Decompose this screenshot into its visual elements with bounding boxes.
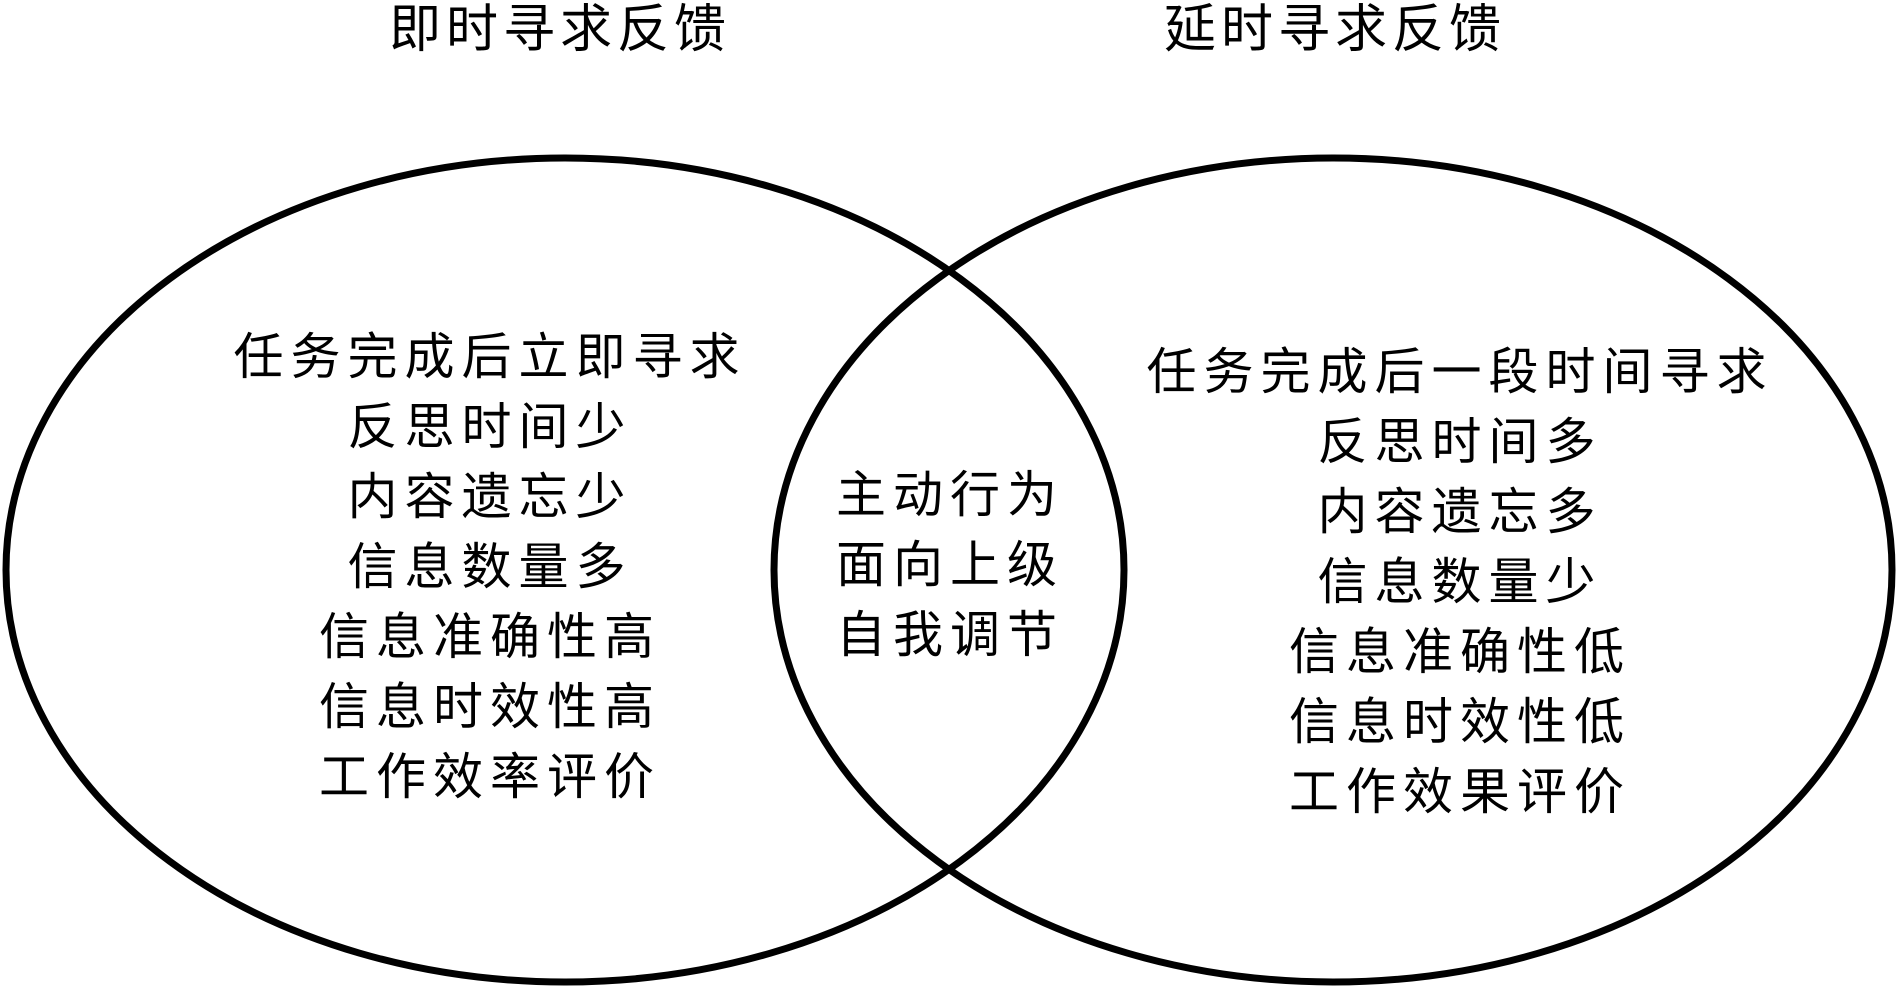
left-item: 信息准确性高 — [319, 608, 661, 666]
left-only-items: 任务完成后立即寻求 反思时间少 内容遗忘少 信息数量多 信息准确性高 信息时效性… — [190, 322, 790, 812]
right-item: 内容遗忘多 — [1317, 483, 1603, 541]
right-item: 工作效果评价 — [1289, 763, 1631, 821]
left-item: 信息数量多 — [347, 538, 633, 596]
overlap-item: 面向上级 — [836, 536, 1064, 594]
overlap-items: 主动行为 面向上级 自我调节 — [800, 460, 1100, 670]
left-item: 内容遗忘少 — [347, 468, 633, 526]
right-item: 信息准确性低 — [1289, 623, 1631, 681]
right-item: 任务完成后一段时间寻求 — [1146, 343, 1774, 401]
overlap-item: 主动行为 — [836, 466, 1064, 524]
right-item: 信息时效性低 — [1289, 693, 1631, 751]
left-item: 任务完成后立即寻求 — [233, 328, 747, 386]
right-only-items: 任务完成后一段时间寻求 反思时间多 内容遗忘多 信息数量少 信息准确性低 信息时… — [1090, 337, 1830, 827]
left-item: 信息时效性高 — [319, 678, 661, 736]
left-item: 反思时间少 — [347, 398, 633, 456]
overlap-item: 自我调节 — [836, 606, 1064, 664]
right-set-title: 延时寻求反馈 — [1163, 0, 1506, 60]
left-set-title: 即时寻求反馈 — [388, 0, 731, 60]
left-circle — [2, 154, 1128, 986]
right-item: 反思时间多 — [1317, 413, 1603, 471]
right-item: 信息数量少 — [1317, 553, 1603, 611]
right-circle — [770, 154, 1896, 986]
left-item: 工作效率评价 — [319, 748, 661, 806]
